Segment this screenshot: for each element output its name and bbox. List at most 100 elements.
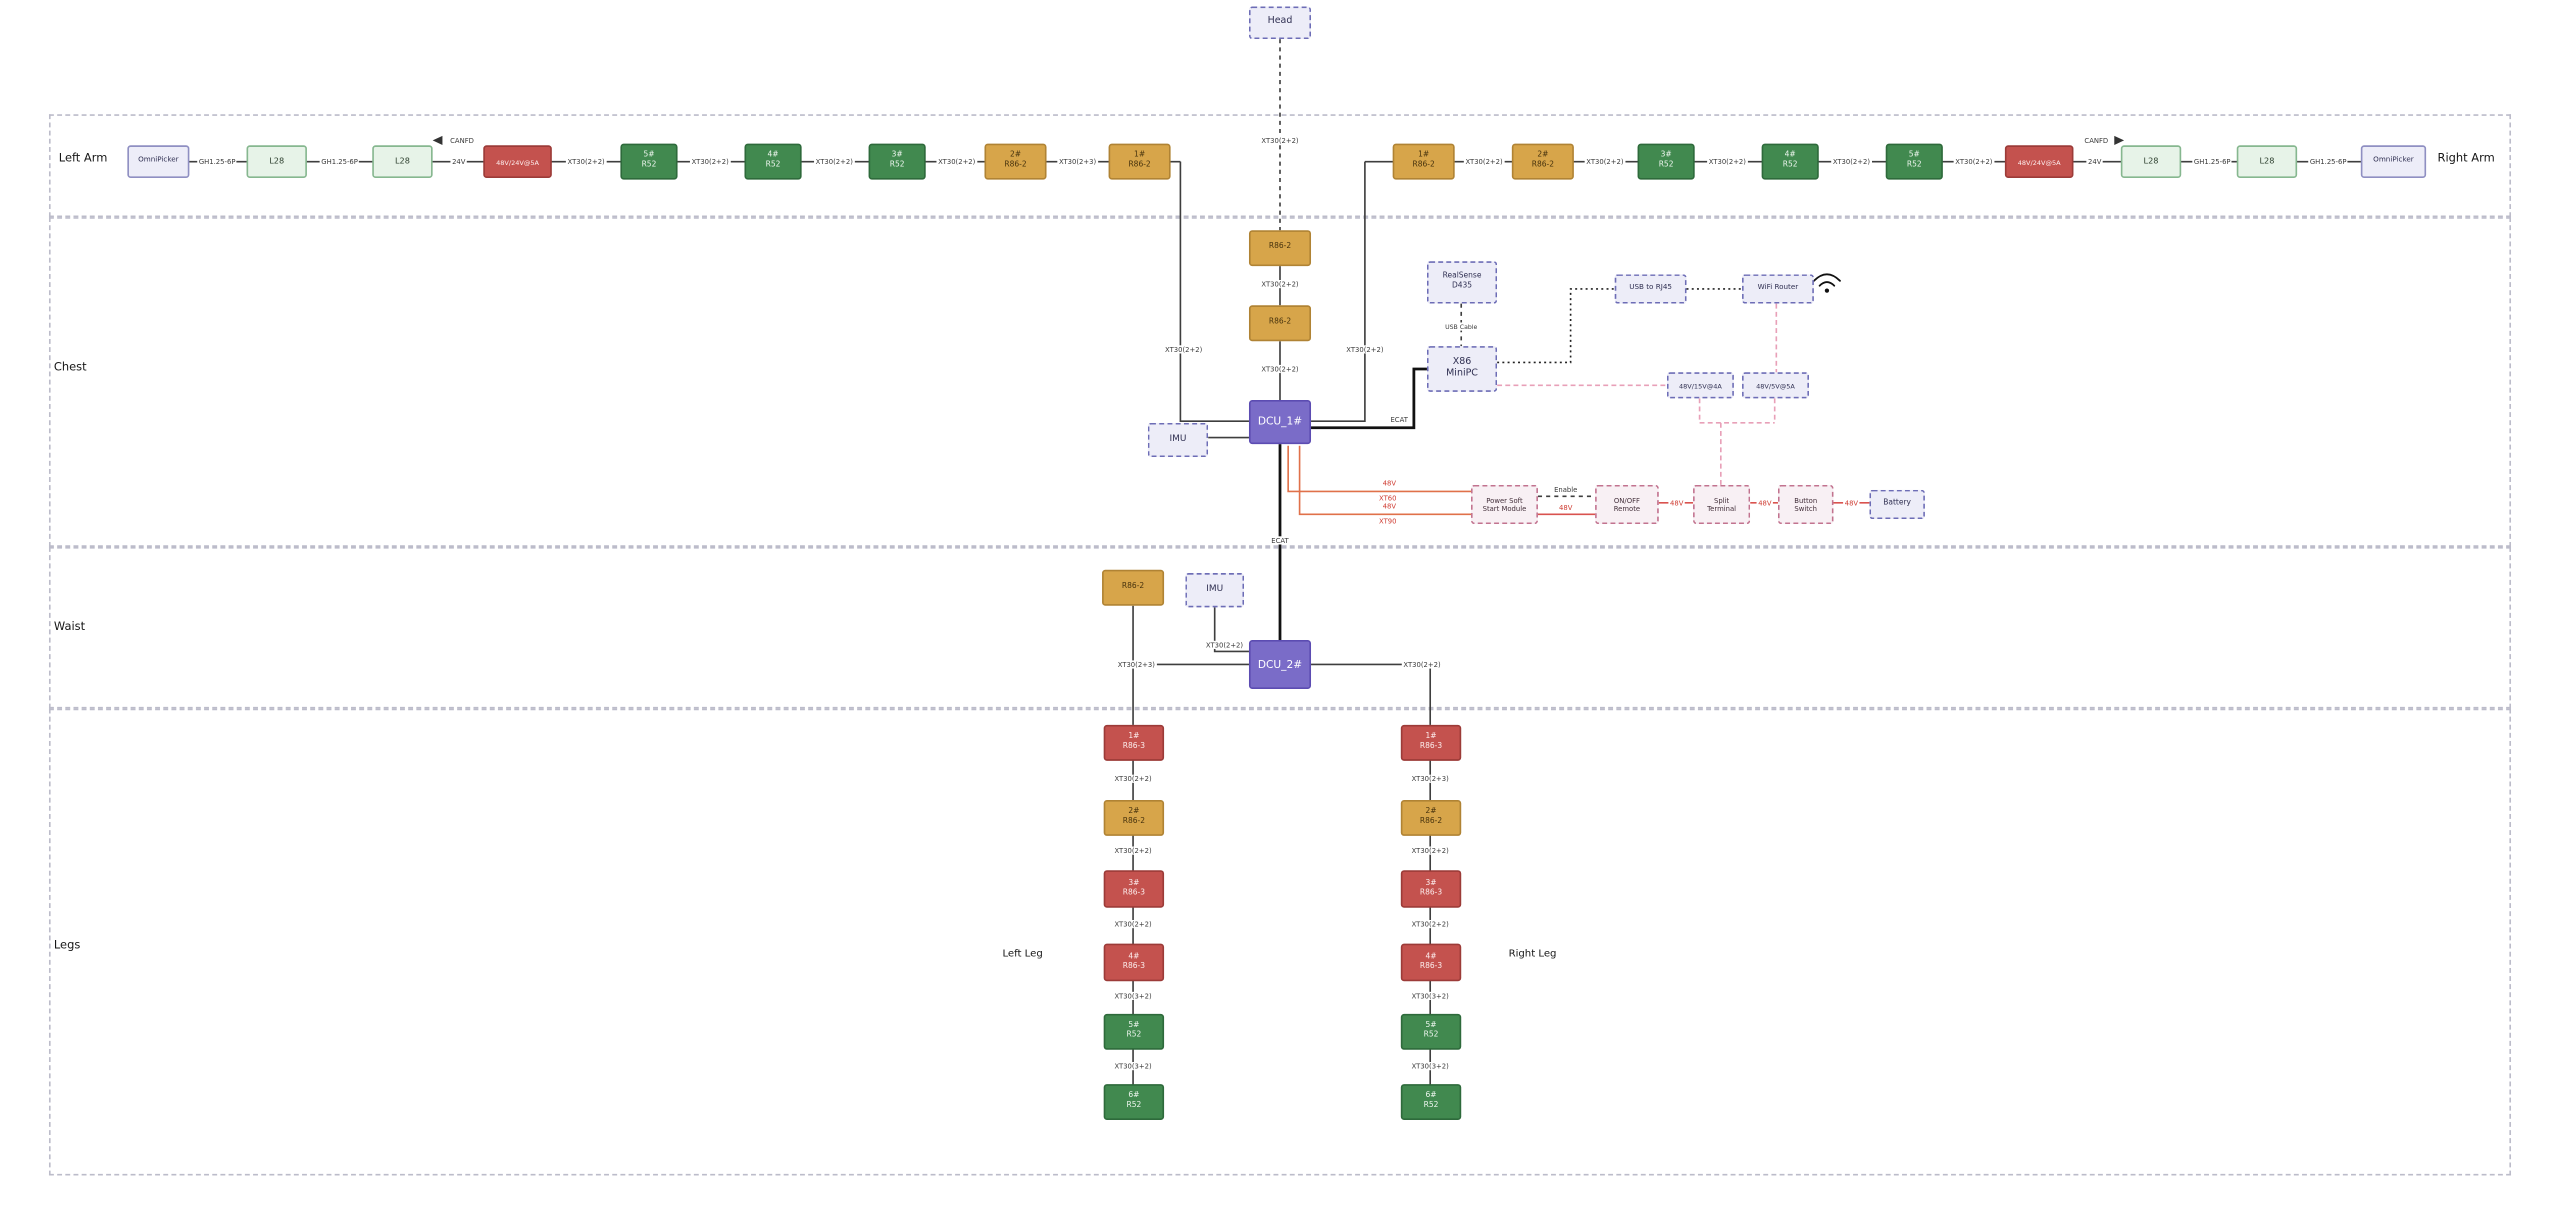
waist-label: Waist <box>53 620 86 634</box>
motor-model: R86-3 <box>1122 962 1145 971</box>
enable-label: Enable <box>1552 485 1579 494</box>
right-arm-motor-4: 4#R52 <box>1761 143 1819 180</box>
right-arm-psu-48v-24v: 48V/24V@5A <box>2004 145 2074 178</box>
device-name: Button <box>1794 495 1818 505</box>
battery-node: Battery <box>1869 489 1925 520</box>
psu-48v-15v: 48V/15V@4A <box>1666 372 1734 399</box>
canfd-label: CANFD <box>2082 136 2110 145</box>
psu-48v-5v: 48V/5V@5A <box>1742 372 1809 399</box>
motor-number: 4# <box>1425 953 1437 962</box>
device-name: Start Module <box>1482 504 1527 513</box>
connector-label: GH1.25-6P <box>319 157 360 166</box>
motor-number: 4# <box>1128 953 1140 962</box>
device-model: MiniPC <box>1446 368 1478 379</box>
connector-label: XT30(2+2) <box>1401 660 1443 669</box>
left-arm-l28-inner: L28 <box>372 145 433 178</box>
connector-label: XT30(2+2) <box>1259 364 1301 374</box>
left-leg-motor-5: 5#R52 <box>1103 1013 1165 1050</box>
motor-number: 6# <box>1128 1092 1140 1101</box>
connector-label: XT30(2+2) <box>1409 919 1451 929</box>
ecat-label: ECAT <box>1388 415 1410 424</box>
connector-label: XT30(3+2) <box>1112 991 1154 1000</box>
connector-label: XT30(2+2) <box>1831 157 1872 166</box>
ecat-label: ECAT <box>1269 536 1291 545</box>
motor-number: 1# <box>1128 733 1140 742</box>
connector-label: XT30(2+2) <box>1259 136 1301 145</box>
motor-number: 6# <box>1425 1092 1437 1101</box>
connector-label: XT30(2+2) <box>565 157 607 166</box>
right-arm-l28-inner: L28 <box>2120 145 2182 178</box>
connector-label: GH1.25-6P <box>197 157 238 166</box>
device-name: Remote <box>1613 504 1641 513</box>
device-name: RealSense <box>1442 273 1482 282</box>
connector-label: XT30(2+2) <box>1584 157 1626 166</box>
motor-number: 3# <box>891 152 903 161</box>
connector-label: XT30(2+2) <box>814 157 855 166</box>
motor-model: R86-3 <box>1122 742 1145 752</box>
usb-to-rj45: USB to RJ45 <box>1614 274 1687 304</box>
motor-model: R52 <box>1658 161 1674 170</box>
motor-model: R52 <box>1423 1031 1439 1040</box>
left-arm-omnipicker: OmniPicker <box>127 145 190 178</box>
wifi-router: WiFi Router <box>1742 274 1814 304</box>
left-leg-motor-3: 3#R86-3 <box>1103 870 1165 908</box>
network-dotted-lines <box>1497 288 1743 364</box>
motor-model: R52 <box>765 161 781 170</box>
left-arm-label: Left Arm <box>58 151 108 165</box>
motor-number: 5# <box>1425 1022 1437 1031</box>
dashed-signal-lines <box>1279 39 1596 498</box>
left-arm-motor-2: 2#R86-2 <box>984 143 1047 180</box>
left-leg-motor-2: 2#R86-2 <box>1103 799 1165 836</box>
connector-label: XT30(2+2) <box>1409 846 1451 855</box>
motor-model: R52 <box>1906 161 1922 170</box>
left-leg-motor-1: 1#R86-3 <box>1103 724 1165 761</box>
left-leg-label: Left Leg <box>1002 948 1043 960</box>
head-node: Head <box>1248 6 1312 40</box>
right-leg-motor-1: 1#R86-3 <box>1400 724 1462 761</box>
right-arm-l28-outer: L28 <box>2236 145 2298 178</box>
right-leg-motor-2: 2#R86-2 <box>1400 799 1462 836</box>
motor-model: R52 <box>1782 161 1798 170</box>
power-feed-lines <box>1287 445 1472 516</box>
motor-number: 1# <box>1134 152 1146 161</box>
chest-r86-top: R86-2 <box>1248 230 1312 267</box>
motor-model: R52 <box>1126 1031 1142 1040</box>
right-leg-label: Right Leg <box>1508 948 1557 960</box>
right-leg-motor-4: 4#R86-3 <box>1400 943 1462 982</box>
48v-label: 48V <box>1843 498 1860 507</box>
motor-model: R86-3 <box>1419 742 1443 752</box>
motor-number: 4# <box>767 152 779 161</box>
48v-label: 48V <box>1381 502 1398 511</box>
right-leg-motor-3: 3#R86-3 <box>1400 870 1462 908</box>
left-arm-motor-5: 5#R52 <box>620 143 678 180</box>
connector-label: XT30(2+2) <box>1112 919 1154 929</box>
left-leg-motor-4: 4#R86-3 <box>1103 943 1165 982</box>
connector-label: XT30(3+2) <box>1409 991 1451 1000</box>
motor-number: 5# <box>1908 152 1920 161</box>
motor-number: 5# <box>1128 1022 1140 1031</box>
connector-label: GH1.25-6P <box>2192 157 2233 166</box>
power-dist-lines <box>1497 303 1778 485</box>
dcu1-node: DCU_1# <box>1248 399 1312 445</box>
connector-label: XT30(2+2) <box>1112 774 1154 783</box>
motor-model: R86-2 <box>1122 817 1145 827</box>
motor-model: R86-3 <box>1419 888 1443 898</box>
24v-label: 24V <box>2086 157 2104 166</box>
motor-model: R52 <box>641 161 657 170</box>
motor-model: R86-3 <box>1122 888 1145 898</box>
motor-model: R86-2 <box>1412 161 1435 170</box>
device-model: D435 <box>1451 282 1473 291</box>
24v-label: 24V <box>450 157 468 166</box>
connector-label: XT30(2+2) <box>1259 279 1301 289</box>
motor-number: 1# <box>1425 733 1437 742</box>
motor-model: R86-2 <box>1128 161 1151 170</box>
right-arm-motor-3: 3#R52 <box>1637 143 1695 180</box>
left-arm-motor-4: 4#R52 <box>744 143 802 180</box>
motor-model: R52 <box>1126 1102 1142 1111</box>
right-arm-label: Right Arm <box>2437 151 2495 165</box>
canfd-label: CANFD <box>448 136 476 145</box>
